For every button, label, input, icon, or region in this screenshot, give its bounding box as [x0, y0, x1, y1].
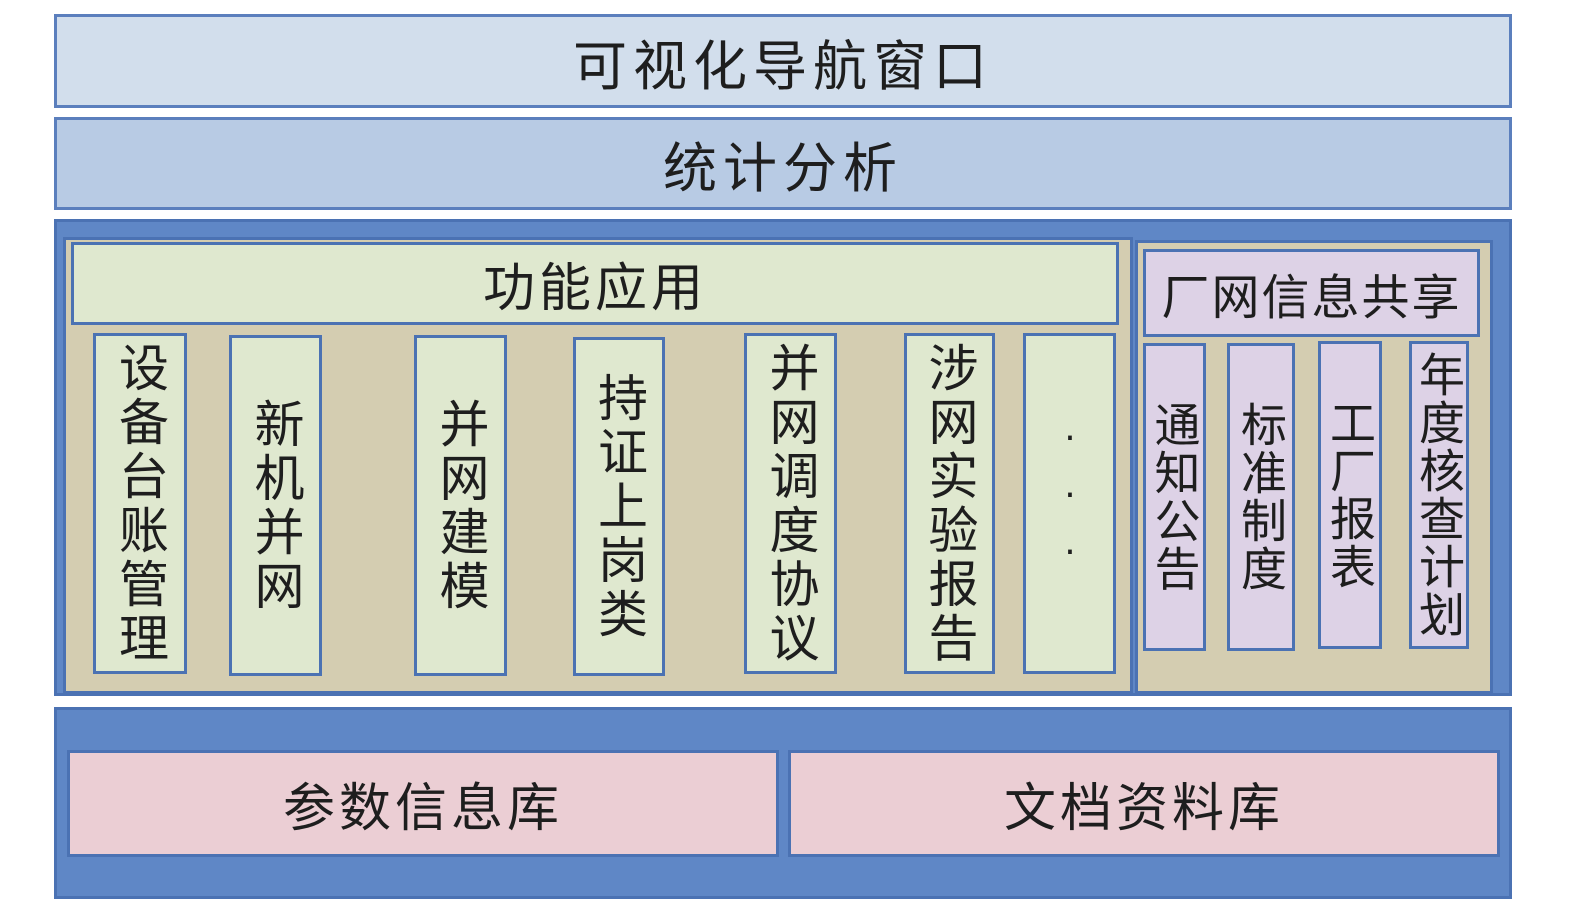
visual-navigation-window-layer: 可视化导航窗口 — [54, 14, 1512, 108]
share-standards: 标准制度 — [1227, 343, 1295, 651]
function-application-header: 功能应用 — [71, 242, 1119, 325]
module-more: ··· — [1023, 333, 1116, 674]
parameter-database-label: 参数信息库 — [282, 779, 563, 839]
module-label: 涉网实验报告 — [920, 341, 979, 666]
statistical-analysis-label: 统计分析 — [663, 137, 903, 200]
parameter-database: 参数信息库 — [67, 750, 779, 857]
module-grid-modeling: 并网建模 — [414, 335, 507, 676]
module-label: 并网调度协议 — [761, 341, 820, 666]
module-label: 持证上岗类 — [590, 371, 648, 642]
module-grid-test-report: 涉网实验报告 — [904, 333, 995, 674]
module-dispatch-agreement: 并网调度协议 — [744, 333, 837, 674]
share-plant-reports: 工厂报表 — [1318, 341, 1382, 649]
plant-grid-info-sharing-header: 厂网信息共享 — [1143, 249, 1480, 337]
module-new-unit-grid-connection: 新机并网 — [229, 335, 322, 676]
module-label: 新机并网 — [246, 397, 305, 614]
document-database-label: 文档资料库 — [1003, 779, 1284, 839]
plant-grid-info-sharing-title: 厂网信息共享 — [1161, 270, 1462, 326]
share-notices: 通知公告 — [1143, 343, 1206, 651]
share-label: 工厂报表 — [1323, 399, 1377, 591]
document-database: 文档资料库 — [788, 750, 1500, 857]
share-label: 年度核查计划 — [1412, 351, 1466, 639]
share-label: 通知公告 — [1147, 401, 1202, 593]
ellipsis-label: ··· — [1049, 418, 1091, 589]
share-annual-audit-plan: 年度核查计划 — [1409, 341, 1469, 649]
function-application-title: 功能应用 — [482, 259, 707, 319]
statistical-analysis-layer: 统计分析 — [54, 117, 1512, 210]
module-equipment-ledger: 设备台账管理 — [93, 333, 187, 674]
visual-navigation-window-label: 可视化导航窗口 — [573, 34, 993, 98]
module-certified-staff: 持证上岗类 — [573, 337, 665, 676]
share-label: 标准制度 — [1234, 401, 1288, 593]
module-label: 并网建模 — [431, 397, 490, 614]
module-label: 设备台账管理 — [111, 341, 169, 666]
